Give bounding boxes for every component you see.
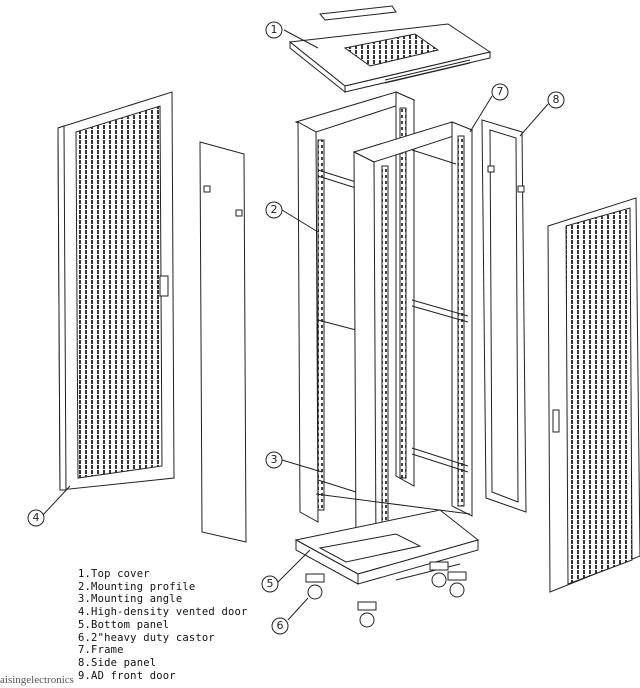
- side-panel-left: [199, 141, 247, 543]
- callout-5: 5: [266, 577, 274, 590]
- ad-front-door: [547, 197, 640, 593]
- top-cover: [288, 5, 492, 94]
- parts-legend: 1.Top cover 2.Mounting profile 3.Mountin…: [78, 568, 248, 682]
- legend-item: 1.Top cover: [78, 568, 150, 580]
- legend-item: 7.Frame: [78, 644, 124, 657]
- front-frame: [315, 121, 474, 553]
- high-density-vented-door: [57, 91, 175, 491]
- legend-item: 8.Side panel: [78, 656, 157, 669]
- callout-circles: [27, 21, 565, 635]
- callout-3: 3: [270, 453, 278, 466]
- callout-8: 8: [552, 93, 560, 106]
- callout-1: 1: [270, 23, 278, 36]
- leader-lines: [41, 29, 549, 621]
- bottom-panel: [294, 509, 480, 585]
- callout-2: 2: [270, 203, 278, 216]
- legend-item: 6.2"heavy duty castor: [78, 631, 215, 644]
- legend-item: 5.Bottom panel: [78, 618, 170, 631]
- watermark: aisingelectronics: [0, 674, 74, 686]
- legend-item: 2.Mounting profile: [78, 580, 196, 593]
- rear-frame: [294, 91, 416, 523]
- callout-6: 6: [276, 619, 284, 632]
- castors: [305, 561, 467, 628]
- callout-4: 4: [32, 511, 40, 524]
- legend-item: 9.AD front door: [78, 669, 176, 682]
- callout-7: 7: [496, 85, 504, 98]
- side-panel-right: [481, 119, 527, 513]
- legend-item: 3.Mounting angle: [78, 593, 183, 606]
- legend-item: 4.High-density vented door: [78, 606, 248, 619]
